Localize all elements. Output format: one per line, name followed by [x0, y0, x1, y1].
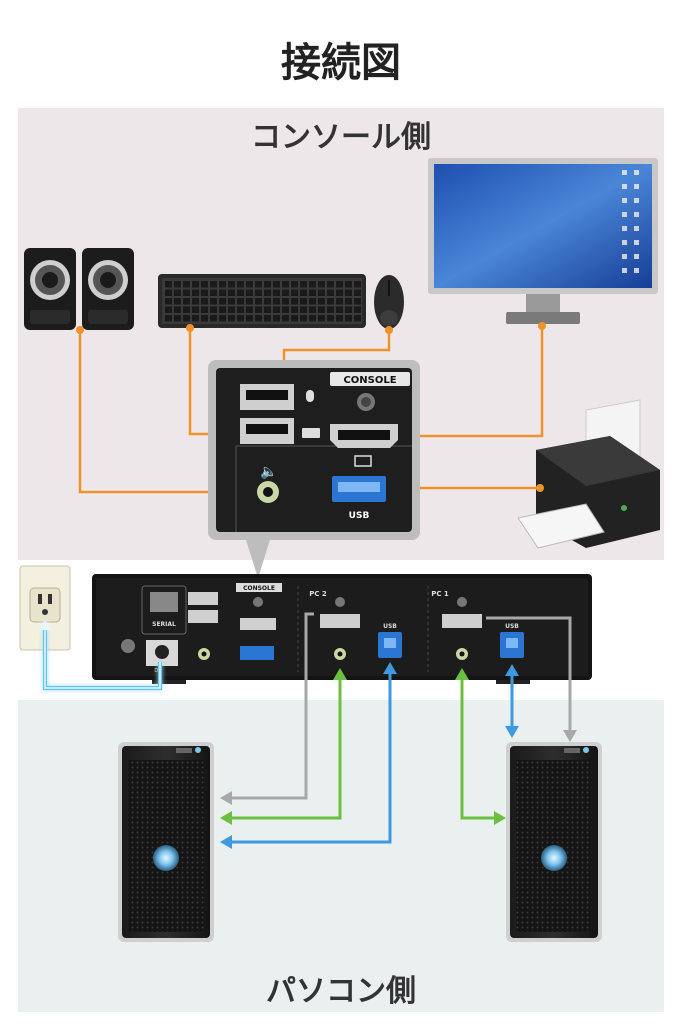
kvm-switch-icon: SERIAL DC CONSOLE PC 2 USB PC 1 USB: [92, 574, 592, 684]
pc-side-label: パソコン側: [266, 974, 416, 1009]
pc-tower-icon: [506, 742, 602, 942]
keyboard-icon: [158, 274, 366, 328]
monitor-icon: [428, 158, 658, 324]
pc1-cables: [460, 616, 572, 820]
console-zoom-panel: CONSOLE 🔈 USB: [208, 360, 420, 578]
pc1-cable-arrows: [455, 664, 577, 825]
pc2-label: PC 2: [309, 590, 327, 598]
console-side-label: コンソール側: [251, 120, 431, 155]
serial-label: SERIAL: [152, 621, 176, 628]
mouse-icon: [374, 275, 404, 329]
power-cable: [39, 620, 162, 690]
rear-console-label: CONSOLE: [243, 585, 275, 592]
pc2-cable-arrows: [220, 662, 397, 849]
pc1-label: PC 1: [431, 590, 449, 598]
pc-tower-icon: [118, 742, 214, 942]
printer-icon: [517, 399, 660, 549]
svg-text:🔈: 🔈: [260, 464, 277, 480]
speaker-icon: [24, 248, 134, 330]
console-zoom-label: CONSOLE: [343, 375, 396, 386]
pc2-usb-label: USB: [383, 623, 397, 630]
pc1-usb-label: USB: [505, 623, 519, 630]
page-title: 接続図: [281, 40, 401, 86]
console-zoom-usb-label: USB: [349, 511, 370, 521]
pc2-cables: [230, 612, 392, 844]
